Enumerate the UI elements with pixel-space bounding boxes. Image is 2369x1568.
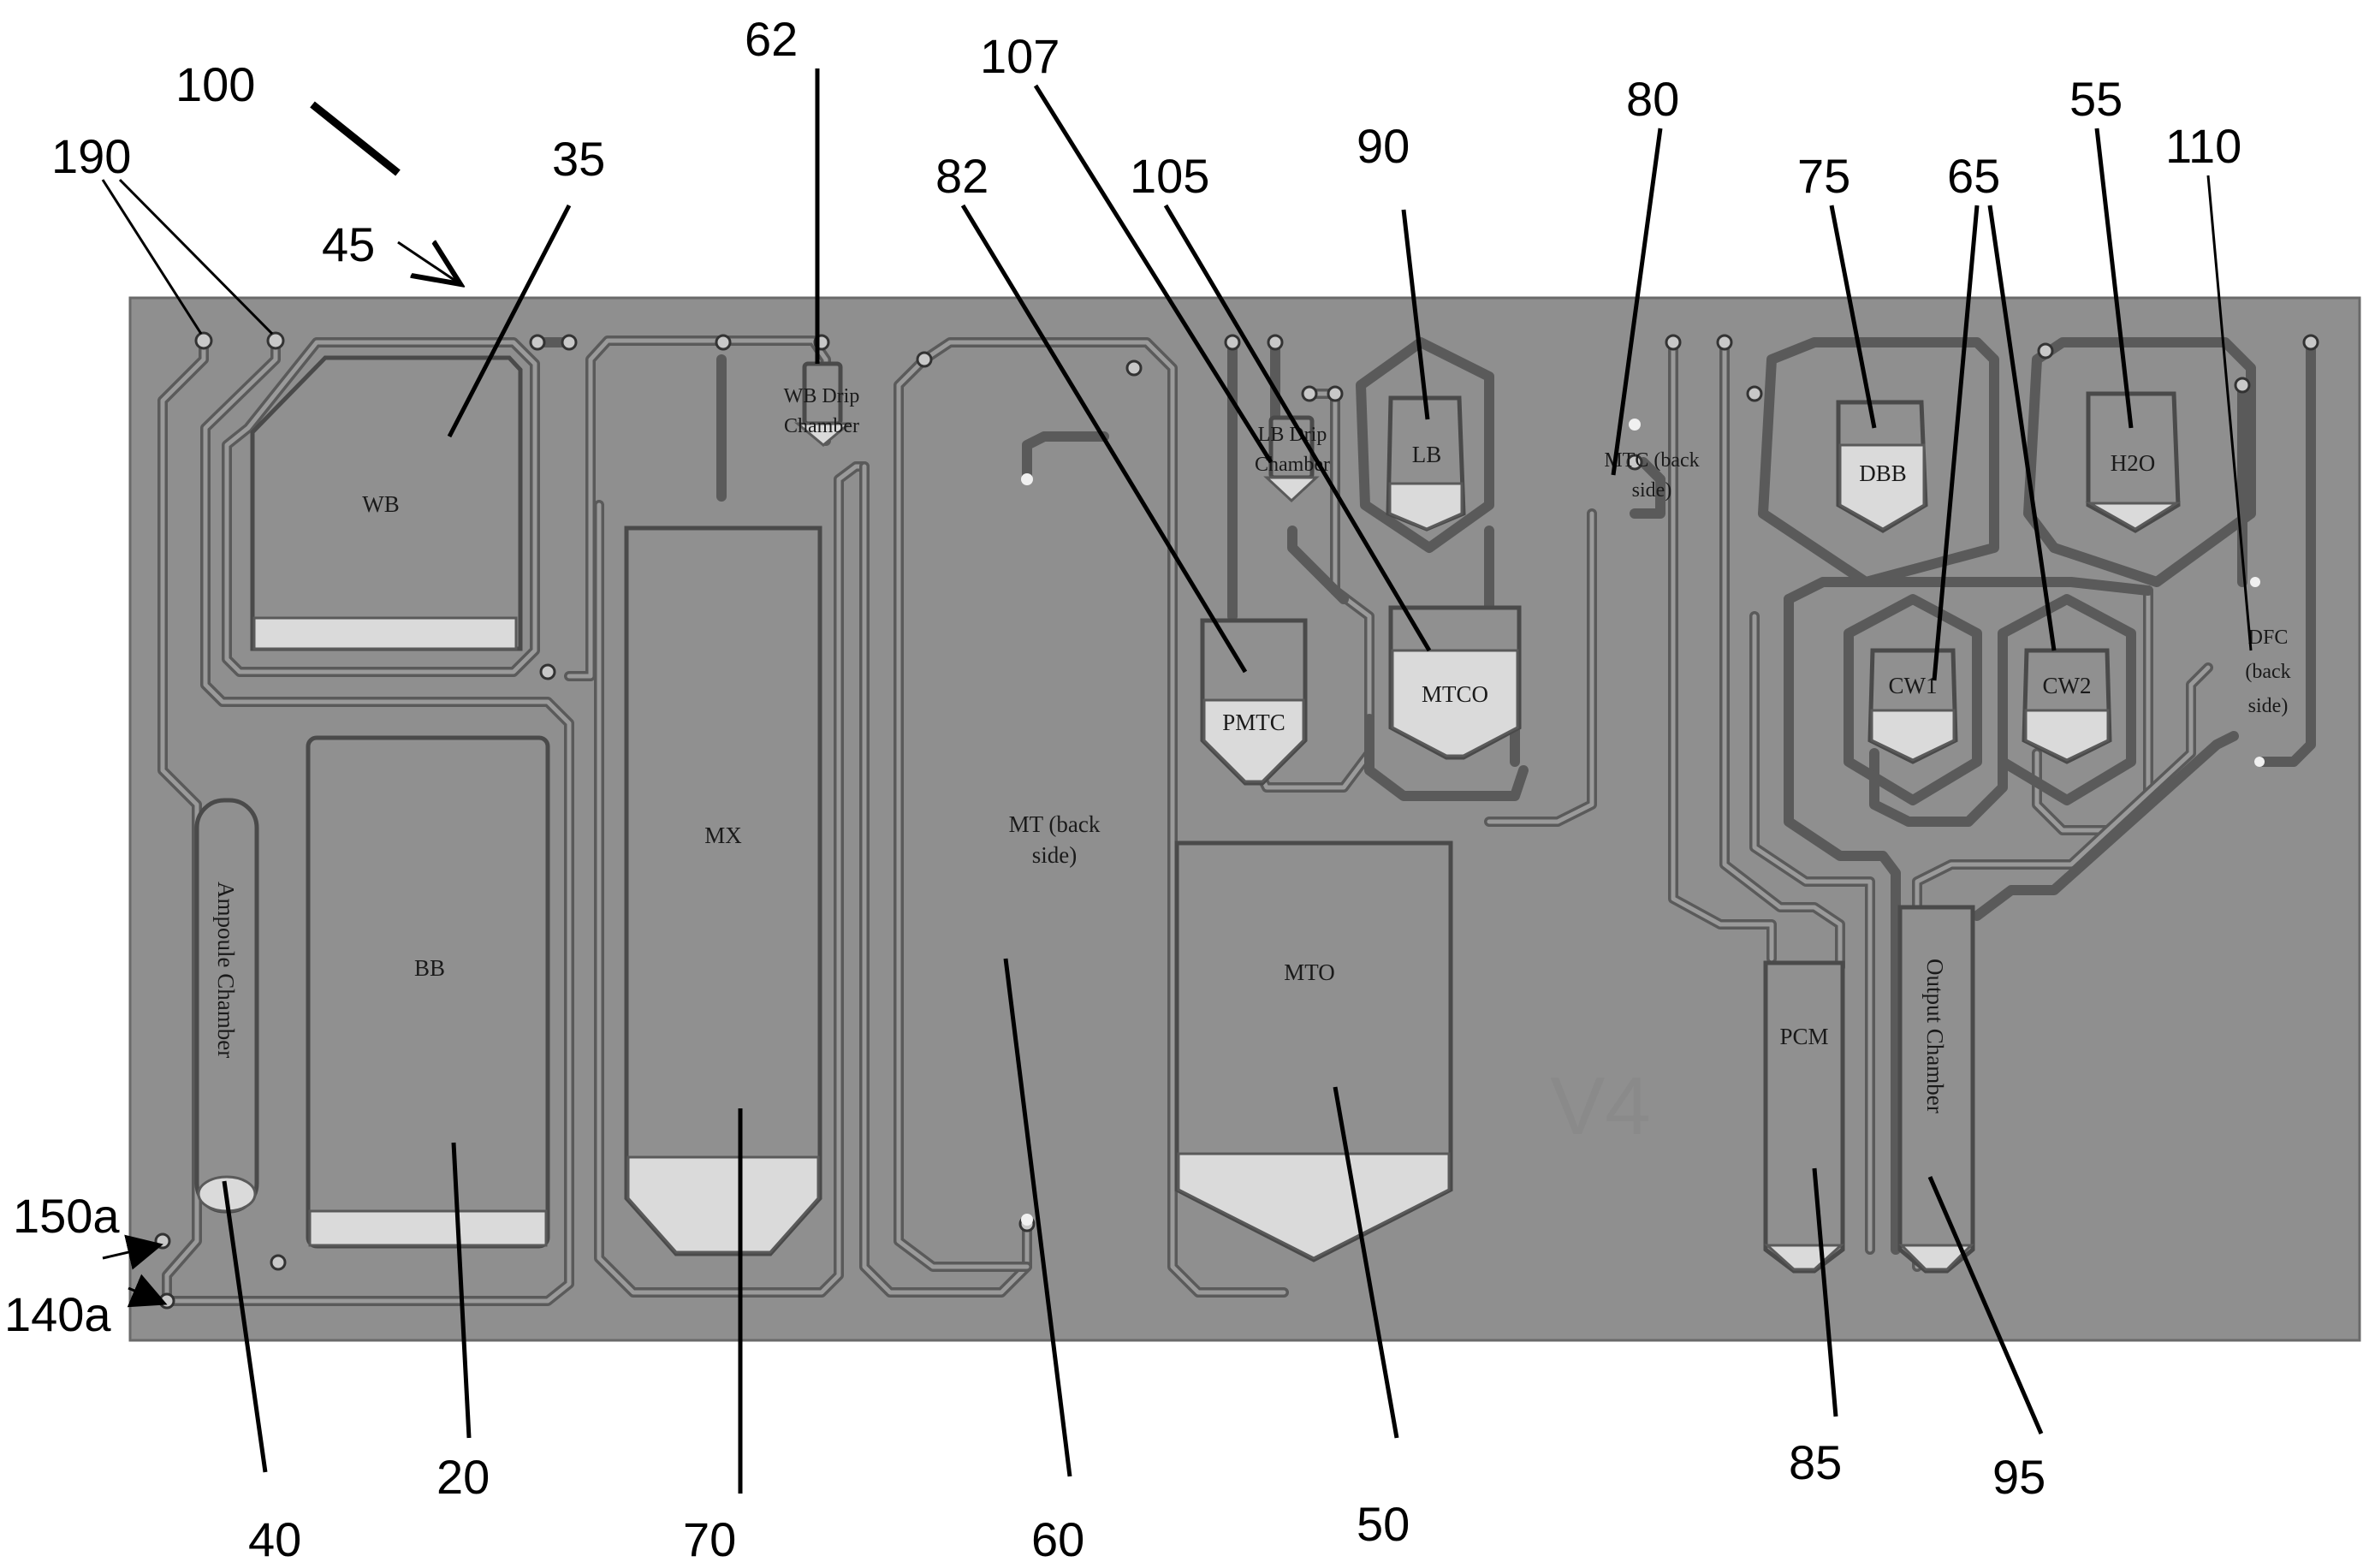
cw1-label: CW1 [1889, 673, 1938, 698]
h2o-chamber: H2O [2085, 391, 2182, 533]
ref-150a: 150a [13, 1189, 120, 1243]
ref-110: 110 [2165, 119, 2241, 173]
bb-label: BB [414, 955, 445, 981]
pmtc-chamber: PMTC [1200, 618, 1308, 786]
ref-40: 40 [248, 1512, 301, 1566]
cw2-label: CW2 [2043, 673, 2092, 698]
ref-60: 60 [1031, 1512, 1084, 1566]
ref-55: 55 [2069, 72, 2123, 126]
pmtc-label: PMTC [1222, 710, 1285, 735]
output-chamber: Output Chamber [1897, 905, 1975, 1274]
svg-text:DFC: DFC [2248, 627, 2289, 649]
dbb-label: DBB [1859, 460, 1907, 486]
ref-82: 82 [935, 149, 989, 203]
mt-backside: MT (back side) [1009, 473, 1101, 1226]
svg-text:MT (back: MT (back [1009, 811, 1101, 837]
ampoule-chamber: Ampoule Chamber [194, 798, 259, 1214]
svg-text:LB Drip: LB Drip [1258, 424, 1327, 446]
reference-numerals: 100 190 45 35 62 107 82 105 90 80 75 65 … [4, 12, 2253, 1566]
pcm-label: PCM [1779, 1024, 1828, 1049]
svg-text:WB Drip: WB Drip [784, 385, 860, 407]
ref-50: 50 [1357, 1497, 1410, 1551]
version-mark: V4 [1550, 1060, 1650, 1152]
bb-chamber: BB [306, 735, 550, 1249]
wb-label: WB [362, 491, 400, 517]
ref-75: 75 [1797, 149, 1850, 203]
svg-text:side): side) [2248, 695, 2289, 717]
mtco-chamber: MTCO [1388, 605, 1522, 760]
ref-62: 62 [745, 12, 798, 66]
mx-chamber: MX [624, 526, 822, 1256]
svg-text:MTC (back: MTC (back [1604, 449, 1699, 472]
h2o-label: H2O [2111, 450, 2156, 476]
ref-105: 105 [1130, 149, 1209, 203]
mtco-label: MTCO [1422, 681, 1488, 707]
ref-45: 45 [322, 217, 375, 271]
ref-140a: 140a [4, 1287, 111, 1341]
svg-text:Chamber: Chamber [784, 415, 859, 437]
svg-text:(back: (back [2245, 661, 2290, 683]
mto-label: MTO [1284, 959, 1335, 985]
pcm-chamber: PCM [1763, 960, 1845, 1274]
cw2-chamber: CW2 [1998, 594, 2136, 805]
ref-100: 100 [175, 57, 255, 111]
ref-70: 70 [683, 1512, 736, 1566]
ref-190: 190 [51, 129, 131, 183]
ref-20: 20 [436, 1450, 490, 1504]
channel-network [157, 336, 2316, 1306]
ref-65: 65 [1947, 149, 2000, 203]
svg-text:side): side) [1032, 842, 1077, 868]
ref-85: 85 [1789, 1435, 1842, 1489]
ref-35: 35 [552, 132, 605, 186]
mtc-backside: MTC (back side) [1604, 419, 1700, 502]
dfc-backside: DFC (back side) [2245, 577, 2291, 767]
ampoule-label: Ampoule Chamber [213, 882, 239, 1058]
mx-label: MX [704, 823, 742, 848]
ref-80: 80 [1626, 72, 1679, 126]
ref-90: 90 [1357, 119, 1410, 173]
dbb-chamber: DBB [1836, 400, 1928, 533]
mto-chamber: MTO [1174, 840, 1453, 1262]
lb-label: LB [1412, 442, 1442, 467]
output-label: Output Chamber [1922, 959, 1948, 1114]
ref-107: 107 [980, 29, 1060, 83]
wb-chamber: WB [250, 355, 523, 651]
svg-text:side): side) [1632, 479, 1672, 502]
ref-95: 95 [1992, 1450, 2045, 1504]
wb-drip-chamber: WB Drip Chamber [784, 361, 860, 447]
